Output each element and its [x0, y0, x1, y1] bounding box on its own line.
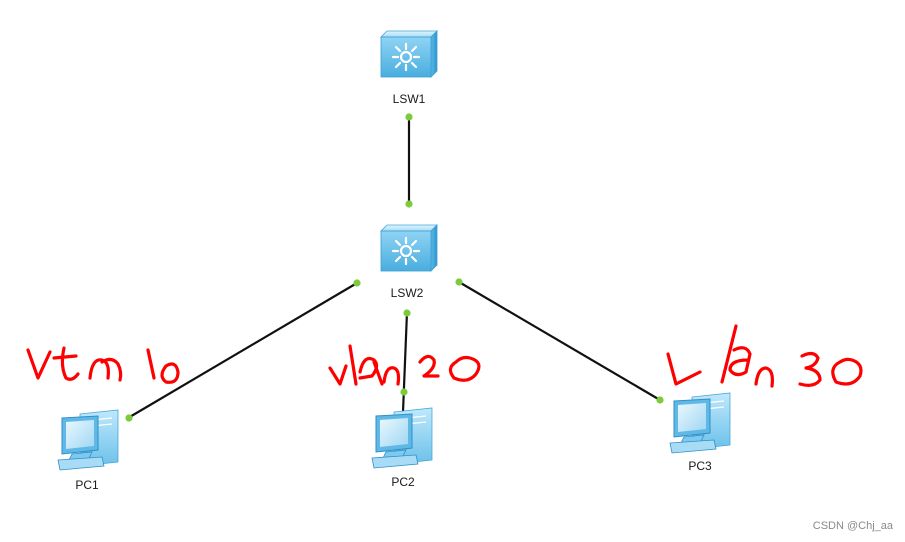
lsw1-label: LSW1 [393, 92, 426, 106]
port-lsw1-down [405, 113, 413, 121]
pc3-icon[interactable] [669, 392, 731, 454]
pc3-label: PC3 [688, 459, 712, 473]
vlan30-annotation [666, 324, 863, 388]
vlan10-annotation [26, 346, 180, 384]
port-lsw2-pc2 [403, 309, 411, 317]
lsw1-icon[interactable] [379, 29, 439, 79]
port-pc2 [400, 388, 408, 396]
pc1-label: PC1 [75, 478, 99, 492]
link-lsw2-pc3[interactable] [458, 281, 661, 401]
pc2-label: PC2 [391, 475, 415, 489]
port-lsw2-pc3 [455, 278, 463, 286]
vlan20-annotation [328, 344, 481, 386]
link-lsw2-pc1[interactable] [127, 282, 358, 419]
watermark: CSDN @Chj_aa [812, 520, 893, 532]
link-lsw2-pc2[interactable] [401, 311, 409, 413]
lsw2-label: LSW2 [391, 286, 424, 300]
pc1-icon[interactable] [57, 409, 119, 471]
port-pc3 [656, 396, 664, 404]
port-pc1 [125, 414, 133, 422]
port-lsw2-up [405, 200, 413, 208]
port-lsw2-pc1 [353, 279, 361, 287]
pc2-icon[interactable] [371, 407, 433, 469]
lsw2-icon[interactable] [379, 223, 439, 273]
